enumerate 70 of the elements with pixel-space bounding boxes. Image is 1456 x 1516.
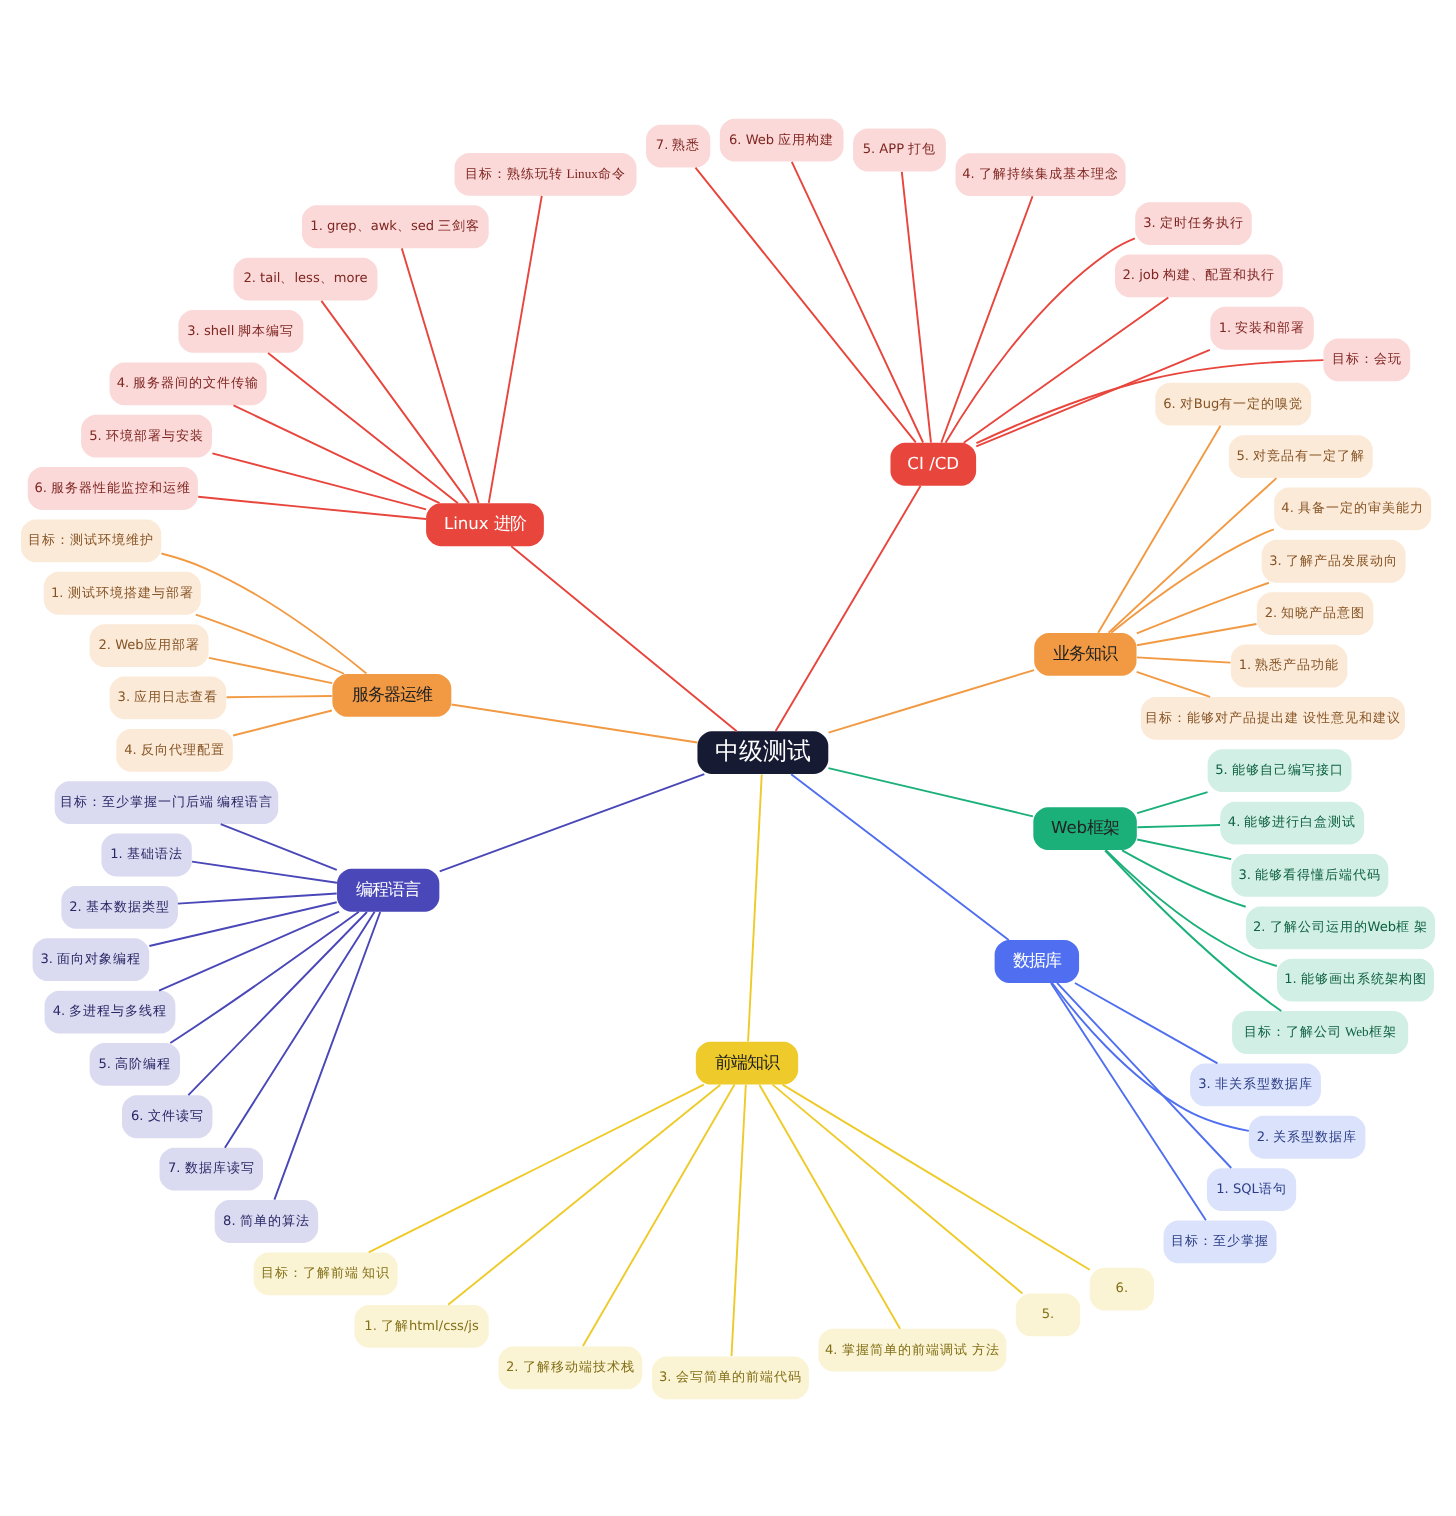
connector — [1104, 848, 1278, 966]
connector — [367, 1082, 705, 1253]
connector — [487, 193, 543, 503]
connector — [1135, 669, 1211, 697]
connector — [1074, 981, 1219, 1064]
connector — [1135, 655, 1232, 663]
connector — [447, 1082, 722, 1305]
connector — [1135, 622, 1258, 646]
connector — [510, 544, 738, 732]
connector — [790, 772, 1010, 940]
connector — [169, 909, 360, 1043]
connector — [781, 1082, 1091, 1270]
connector — [320, 298, 470, 503]
connector — [232, 708, 333, 736]
connector — [158, 909, 341, 991]
connector — [940, 194, 1034, 443]
connector — [194, 612, 345, 674]
node-box: 业务知识 — [1034, 632, 1137, 675]
connector — [1104, 848, 1283, 1011]
node-box: CI /CD — [890, 441, 977, 485]
connector — [1136, 790, 1209, 814]
connector — [211, 451, 427, 510]
connector — [582, 1082, 736, 1346]
connector — [730, 1082, 747, 1356]
node-box: Web框架 — [1033, 806, 1137, 850]
connector — [208, 655, 334, 684]
connector — [1136, 823, 1221, 828]
connector — [273, 910, 382, 1200]
connector — [176, 891, 338, 904]
connector — [148, 900, 338, 946]
connector — [223, 909, 376, 1148]
connector — [944, 236, 1136, 443]
connector — [450, 702, 699, 743]
connector — [790, 159, 925, 443]
connector — [694, 165, 917, 443]
connector — [1097, 423, 1222, 633]
node-box: 中级测试 — [697, 730, 829, 773]
connector — [1136, 837, 1233, 859]
connector — [774, 483, 922, 731]
connector — [1110, 527, 1275, 633]
node-box: Linux 进阶 — [426, 502, 544, 546]
connector — [225, 694, 333, 698]
node-box: 编程语言 — [337, 867, 440, 911]
connector — [975, 347, 1211, 447]
connector — [975, 358, 1325, 444]
connector — [267, 351, 459, 504]
connector — [758, 1082, 901, 1329]
connector — [1121, 848, 1247, 907]
connector — [187, 910, 368, 1096]
connector — [747, 772, 763, 1042]
node-box: 数据库 — [994, 939, 1080, 982]
node-box: 服务器运维 — [332, 672, 452, 716]
connector — [771, 1082, 1024, 1294]
connector — [438, 772, 706, 872]
connector — [1049, 981, 1207, 1221]
connector — [197, 494, 427, 519]
connector — [900, 169, 932, 443]
connector — [160, 551, 368, 674]
connector — [219, 822, 338, 870]
connector — [400, 246, 480, 504]
node-box: 前端知识 — [695, 1040, 799, 1084]
connector — [962, 295, 1170, 443]
connector — [827, 668, 1036, 733]
connector — [1056, 981, 1233, 1168]
connector — [1135, 580, 1270, 634]
connector — [1051, 981, 1250, 1131]
connector — [232, 403, 441, 504]
connector — [191, 859, 338, 883]
connector — [1107, 476, 1278, 633]
connector — [827, 766, 1034, 817]
